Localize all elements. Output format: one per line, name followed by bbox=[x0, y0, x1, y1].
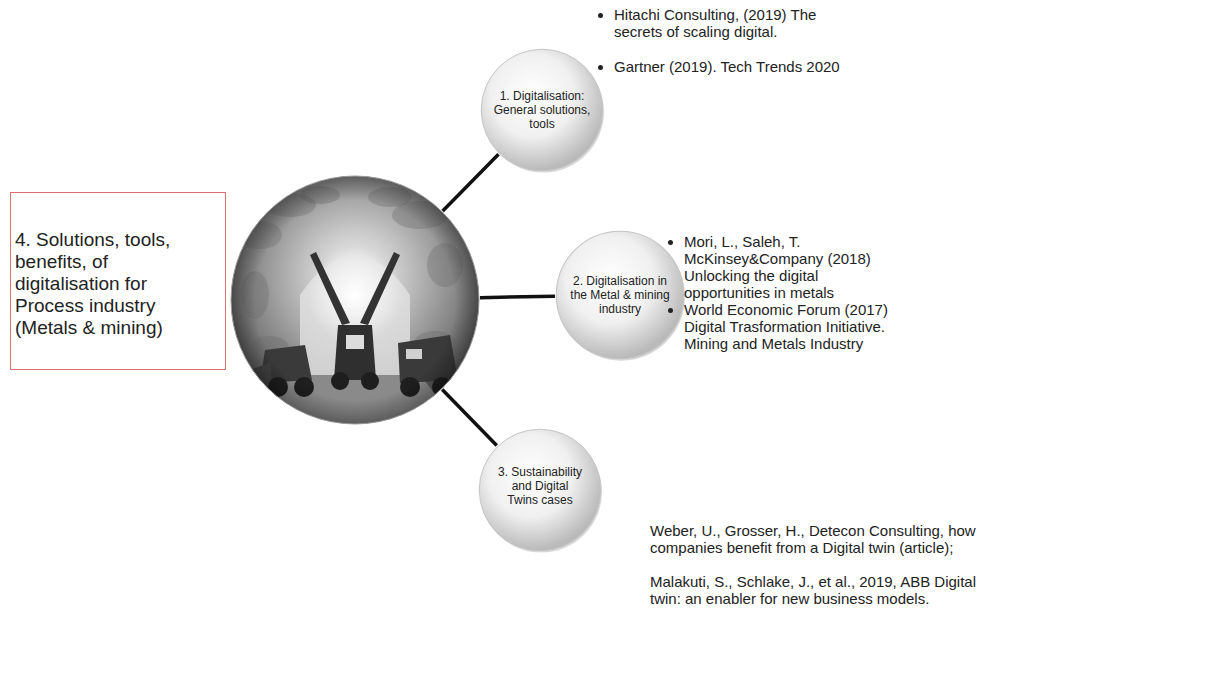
reference-text: Gartner (2019). Tech Trends 2020 bbox=[614, 58, 840, 75]
reference-list: World Economic Forum (2017) Digital Tras… bbox=[670, 301, 932, 352]
reference-list: Gartner (2019). Tech Trends 2020 bbox=[600, 58, 840, 75]
topic-circle: 2. Digitalisation in the Metal & mining … bbox=[555, 230, 685, 360]
circle-label: 3. Sustainability and Digital Twins case… bbox=[495, 465, 585, 507]
reference-text: World Economic Forum (2017) Digital Tras… bbox=[684, 301, 932, 352]
reference-text: Malakuti, S., Schlake, J., et al., 2019,… bbox=[650, 573, 1000, 607]
reference-list: Mori, L., Saleh, T. McKinsey&Company (20… bbox=[670, 233, 880, 301]
circle-label: 1. Digitalisation: General solutions, to… bbox=[493, 89, 591, 131]
photo-circle: 4. Solutions, tools, benefits, of digita… bbox=[230, 175, 480, 425]
topic-label-box: 4. Solutions, tools, benefits, of digita… bbox=[10, 192, 226, 370]
reference-text: Hitachi Consulting, (2019) The secrets o… bbox=[614, 6, 840, 40]
topic-circle: 3. Sustainability and Digital Twins case… bbox=[478, 428, 602, 552]
topic-circle: 1. Digitalisation: General solutions, to… bbox=[480, 48, 604, 172]
connector-line bbox=[480, 296, 555, 297]
reference-list: Hitachi Consulting, (2019) The secrets o… bbox=[600, 6, 840, 40]
connector-line bbox=[443, 154, 499, 211]
mine-tunnel-photo bbox=[230, 175, 480, 425]
connector-line bbox=[442, 390, 497, 446]
reference-text: Mori, L., Saleh, T. McKinsey&Company (20… bbox=[684, 233, 880, 301]
circle-label: 2. Digitalisation in the Metal & mining … bbox=[568, 274, 672, 316]
reference-text: Weber, U., Grosser, H., Detecon Consulti… bbox=[650, 522, 1000, 556]
